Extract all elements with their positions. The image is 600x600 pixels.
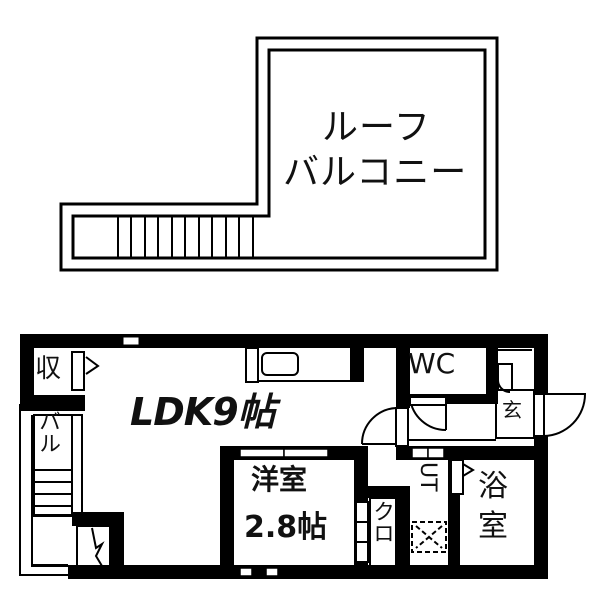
interior-wall-bottom-left [72, 512, 124, 572]
ldk-door [360, 407, 409, 447]
western-room-label: 洋室 [251, 463, 308, 496]
closet-walls [360, 486, 410, 574]
balcony-label: バル [35, 410, 60, 454]
ldk-label: LDK9帖 [130, 390, 276, 434]
wc-door [409, 396, 447, 432]
bathroom-label-line1: 浴 [478, 469, 508, 504]
window-bottom [239, 567, 279, 577]
exterior-walls [20, 334, 548, 579]
utility-label: UT [415, 462, 440, 492]
roof-balcony-outline [59, 36, 499, 272]
western-room-size: 2.8帖 [244, 510, 328, 545]
kitchen-wall-stub [350, 348, 364, 382]
roof-balcony-label-line1: ルーフ [322, 107, 431, 148]
wc-label: WC [408, 347, 456, 380]
bathroom-label-line2: 室 [478, 509, 508, 544]
entrance-shoebox [495, 349, 535, 439]
roof-stairs [117, 216, 254, 258]
storage-label: 収 [35, 354, 62, 384]
closet-label: クロ [369, 500, 394, 544]
washing-machine-pan [411, 521, 447, 553]
roof-balcony-label-line2: バルコニー [283, 152, 468, 193]
kitchen-counter [245, 347, 350, 383]
storage-walls [20, 395, 85, 411]
storage-door-arrow-icon [85, 356, 100, 375]
storage-door [71, 351, 85, 391]
entrance-door [533, 393, 587, 437]
entrance-label: 玄 [502, 398, 522, 422]
window-top [122, 336, 140, 346]
ut-door [411, 447, 445, 459]
western-room-door [239, 448, 329, 458]
lower-left-cabinet [31, 515, 111, 567]
bathroom-door [450, 459, 475, 495]
